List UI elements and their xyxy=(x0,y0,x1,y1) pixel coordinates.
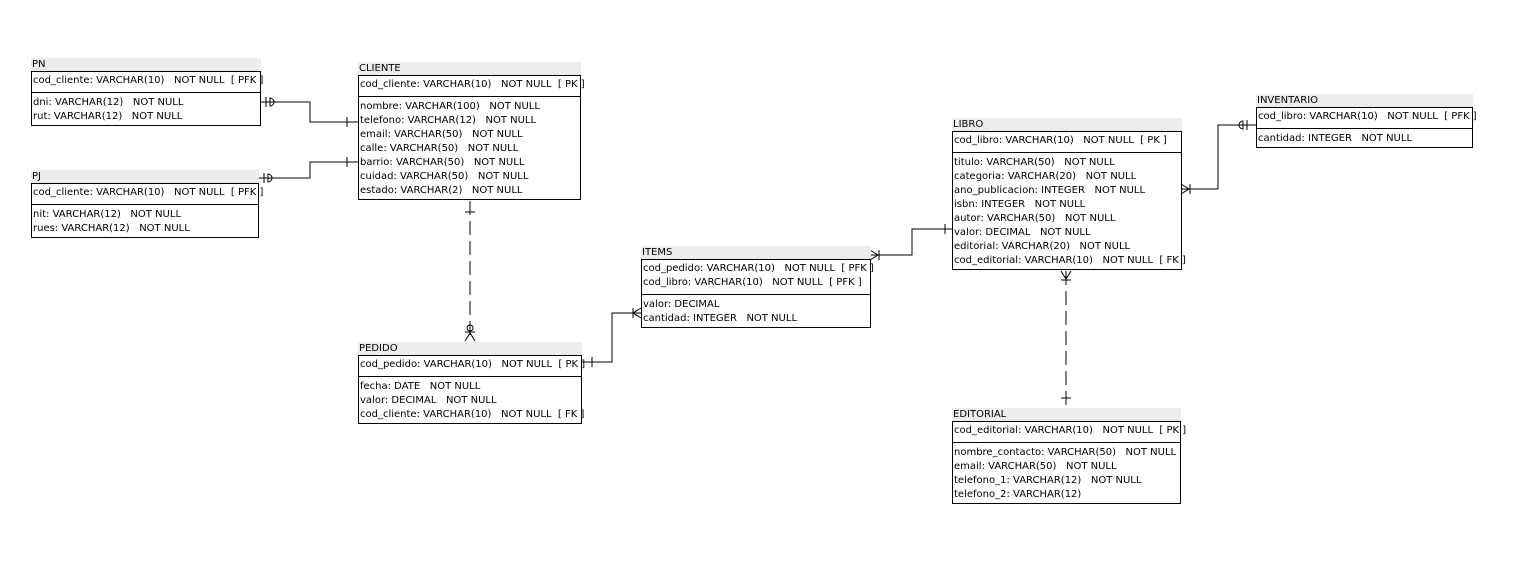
primary-key-column: cod_editorial: VARCHAR(10) NOT NULL [ PK… xyxy=(954,425,1187,436)
primary-key-column: cod_cliente: VARCHAR(10) NOT NULL [ PK ] xyxy=(360,79,585,90)
attribute-column: cod_editorial: VARCHAR(10) NOT NULL [ FK… xyxy=(954,255,1186,266)
attribute-column: rut: VARCHAR(12) NOT NULL xyxy=(33,111,183,122)
attribute-section: nombre: VARCHAR(100) NOT NULL telefono: V… xyxy=(359,97,580,199)
entity-body: cod_libro: VARCHAR(10) NOT NULL [ PK ] ti… xyxy=(952,131,1186,270)
attribute-column: nombre: VARCHAR(100) NOT NULL xyxy=(360,101,540,112)
primary-key-column: cod_pedido: VARCHAR(10) NOT NULL [ PK ] xyxy=(360,359,586,370)
attribute-column: cod_cliente: VARCHAR(10) NOT NULL [ FK ] xyxy=(360,409,585,420)
attribute-column: telefono: VARCHAR(12) NOT NULL xyxy=(360,115,537,126)
attribute-column: autor: VARCHAR(50) NOT NULL xyxy=(954,213,1116,224)
primary-key-column: cod_libro: VARCHAR(10) NOT NULL [ PK ] xyxy=(954,135,1167,146)
attribute-section: nit: VARCHAR(12) NOT NULL rues: VARCHAR(1… xyxy=(32,205,258,237)
attribute-column: cantidad: INTEGER NOT NULL xyxy=(1258,133,1413,144)
entity-title: PEDIDO xyxy=(358,342,582,355)
primary-key-section: cod_pedido: VARCHAR(10) NOT NULL [ PFK ]… xyxy=(642,260,874,295)
primary-key-section: cod_pedido: VARCHAR(10) NOT NULL [ PK ] xyxy=(359,356,586,377)
attribute-column: valor: DECIMAL NOT NULL xyxy=(954,227,1091,238)
entity-title: ITEMS xyxy=(641,246,871,259)
entity-title: EDITORIAL xyxy=(952,408,1181,421)
attribute-column: estado: VARCHAR(2) NOT NULL xyxy=(360,185,523,196)
attribute-column: calle: VARCHAR(50) NOT NULL xyxy=(360,143,519,154)
relationship-cliente-pedido[interactable] xyxy=(464,201,476,342)
relationship-items-libro[interactable] xyxy=(869,224,952,261)
attribute-column: nit: VARCHAR(12) NOT NULL xyxy=(33,209,182,220)
attribute-section: dni: VARCHAR(12) NOT NULL rut: VARCHAR(12… xyxy=(32,93,260,125)
entity-body: cod_cliente: VARCHAR(10) NOT NULL [ PFK … xyxy=(31,183,264,238)
primary-key-section: cod_cliente: VARCHAR(10) NOT NULL [ PFK … xyxy=(32,72,264,93)
entity-pn[interactable]: PN cod_cliente: VARCHAR(10) NOT NULL [ PF… xyxy=(31,58,264,126)
entity-body: cod_editorial: VARCHAR(10) NOT NULL [ PK… xyxy=(952,421,1187,504)
attribute-column: editorial: VARCHAR(20) NOT NULL xyxy=(954,241,1131,252)
entity-body: cod_pedido: VARCHAR(10) NOT NULL [ PK ] f… xyxy=(358,355,586,424)
attribute-section: cantidad: INTEGER NOT NULL xyxy=(1257,129,1472,147)
attribute-column: telefono_1: VARCHAR(12) NOT NULL xyxy=(954,475,1142,486)
primary-key-column: cod_cliente: VARCHAR(10) NOT NULL [ PFK … xyxy=(33,75,264,86)
attribute-column: dni: VARCHAR(12) NOT NULL xyxy=(33,97,184,108)
relationship-pj-cliente[interactable] xyxy=(258,157,358,183)
attribute-column: valor: DECIMAL xyxy=(643,299,720,310)
entity-title: PN xyxy=(31,58,261,71)
entity-title: PJ xyxy=(31,170,259,183)
entity-body: cod_pedido: VARCHAR(10) NOT NULL [ PFK ]… xyxy=(641,259,874,328)
attribute-section: titulo: VARCHAR(50) NOT NULL categoria: V… xyxy=(953,153,1186,269)
attribute-column: titulo: VARCHAR(50) NOT NULL xyxy=(954,157,1115,168)
attribute-column: categoria: VARCHAR(20) NOT NULL xyxy=(954,171,1137,182)
entity-body: cod_cliente: VARCHAR(10) NOT NULL [ PFK … xyxy=(31,71,264,126)
attribute-column: cantidad: INTEGER NOT NULL xyxy=(643,313,798,324)
primary-key-column: cod_cliente: VARCHAR(10) NOT NULL [ PFK … xyxy=(33,187,264,198)
attribute-section: fecha: DATE NOT NULL valor: DECIMAL NOT N… xyxy=(359,377,585,423)
attribute-column: fecha: DATE NOT NULL xyxy=(360,381,481,392)
relationship-libro-editorial[interactable] xyxy=(1060,270,1072,406)
relationship-libro-inventario[interactable] xyxy=(1180,120,1256,195)
attribute-column: cuidad: VARCHAR(50) NOT NULL xyxy=(360,171,529,182)
attribute-column: nombre_contacto: VARCHAR(50) NOT NULL xyxy=(954,447,1177,458)
attribute-column: email: VARCHAR(50) NOT NULL xyxy=(360,129,523,140)
entity-body: cod_libro: VARCHAR(10) NOT NULL [ PFK ] c… xyxy=(1256,107,1477,148)
attribute-column: telefono_2: VARCHAR(12) xyxy=(954,489,1082,500)
entity-body: cod_cliente: VARCHAR(10) NOT NULL [ PK ]… xyxy=(358,75,585,200)
attribute-column: email: VARCHAR(50) NOT NULL xyxy=(954,461,1117,472)
entity-title: CLIENTE xyxy=(358,62,581,75)
primary-key-section: cod_cliente: VARCHAR(10) NOT NULL [ PK ] xyxy=(359,76,585,97)
entity-title: INVENTARIO xyxy=(1256,94,1473,107)
entity-editorial[interactable]: EDITORIAL cod_editorial: VARCHAR(10) NOT … xyxy=(952,408,1187,504)
entity-title: LIBRO xyxy=(952,118,1182,131)
primary-key-column: cod_libro: VARCHAR(10) NOT NULL [ PFK ] xyxy=(643,277,862,288)
attribute-column: rues: VARCHAR(12) NOT NULL xyxy=(33,223,190,234)
attribute-column: ano_publicacion: INTEGER NOT NULL xyxy=(954,185,1146,196)
primary-key-column: cod_pedido: VARCHAR(10) NOT NULL [ PFK ] xyxy=(643,263,874,274)
primary-key-section: cod_editorial: VARCHAR(10) NOT NULL [ PK… xyxy=(953,422,1187,443)
relationship-pn-cliente[interactable] xyxy=(260,97,358,127)
attribute-section: valor: DECIMAL cantidad: INTEGER NOT NULL xyxy=(642,295,870,327)
attribute-column: valor: DECIMAL NOT NULL xyxy=(360,395,497,406)
primary-key-section: cod_libro: VARCHAR(10) NOT NULL [ PFK ] xyxy=(1257,108,1477,129)
attribute-column: barrio: VARCHAR(50) NOT NULL xyxy=(360,157,525,168)
primary-key-column: cod_libro: VARCHAR(10) NOT NULL [ PFK ] xyxy=(1258,111,1477,122)
relationship-pedido-items[interactable] xyxy=(581,307,642,367)
entity-pj[interactable]: PJ cod_cliente: VARCHAR(10) NOT NULL [ PF… xyxy=(31,170,264,238)
primary-key-section: cod_libro: VARCHAR(10) NOT NULL [ PK ] xyxy=(953,132,1181,153)
attribute-section: nombre_contacto: VARCHAR(50) NOT NULL ema… xyxy=(953,443,1180,503)
primary-key-section: cod_cliente: VARCHAR(10) NOT NULL [ PFK … xyxy=(32,184,264,205)
attribute-column: isbn: INTEGER NOT NULL xyxy=(954,199,1086,210)
